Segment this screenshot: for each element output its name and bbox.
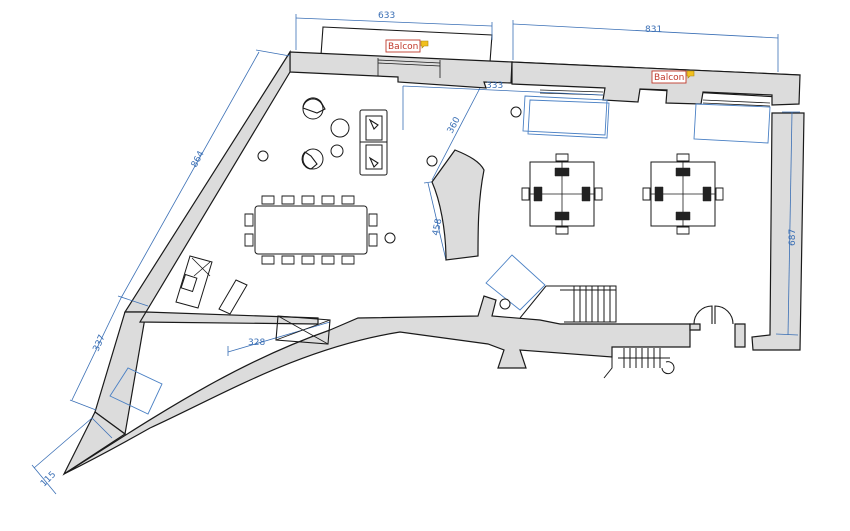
lounge-area [257,97,438,176]
dimension-831: 831 [512,20,779,72]
dimension-115-text: 115 [39,470,58,489]
armchair-top [302,97,326,120]
desk-cluster-2 [642,153,724,235]
dimension-864-text: 864 [190,149,207,169]
dimension-633-text: 633 [378,11,395,21]
dimension-333: 333 [402,81,604,130]
dimension-458: 458 [423,180,447,261]
kitchenette [175,255,248,315]
balcony-label-left-text: Balcon [388,42,418,52]
meeting-table [244,195,396,265]
dimension-328: 328 [227,321,331,356]
dimension-831-text: 831 [645,25,662,35]
dimension-458-text: 458 [431,217,444,236]
balcony-label-right-text: Balcon [654,73,684,83]
note-tag-icon [686,70,695,79]
plant-pot [510,106,522,118]
entrance-door [693,305,734,325]
coffee-table-small [330,144,344,158]
sofa [359,109,388,176]
staircase-lower [603,348,675,379]
armchair-bottom [301,148,324,170]
reception-counter [431,149,485,261]
meeting-chairs-top [261,195,355,205]
dimension-333-text: 333 [486,81,503,91]
dimension-633: 633 [295,11,493,50]
note-tag-icon [420,40,429,49]
coffee-table-large [330,118,350,138]
desk-cluster-1 [521,153,603,235]
plant-pot [426,155,438,167]
dimension-687: 687 [775,111,800,336]
staircase-upper [519,285,617,323]
stair-shaft [275,315,331,345]
balcony-label-left: Balcon [385,39,429,53]
balcony-label-right: Balcon [651,70,695,84]
meeting-chairs-bottom [261,255,355,265]
dimension-687-text: 687 [788,229,798,246]
room-outlines [109,95,771,415]
dimension-328-text: 328 [248,338,265,348]
outer-walls [62,49,805,476]
meeting-chairs-ends [244,213,378,247]
plant-pot [257,150,269,162]
plant-pot [499,298,511,310]
plant-pot [384,232,396,244]
dimension-337-text: 337 [92,333,108,353]
